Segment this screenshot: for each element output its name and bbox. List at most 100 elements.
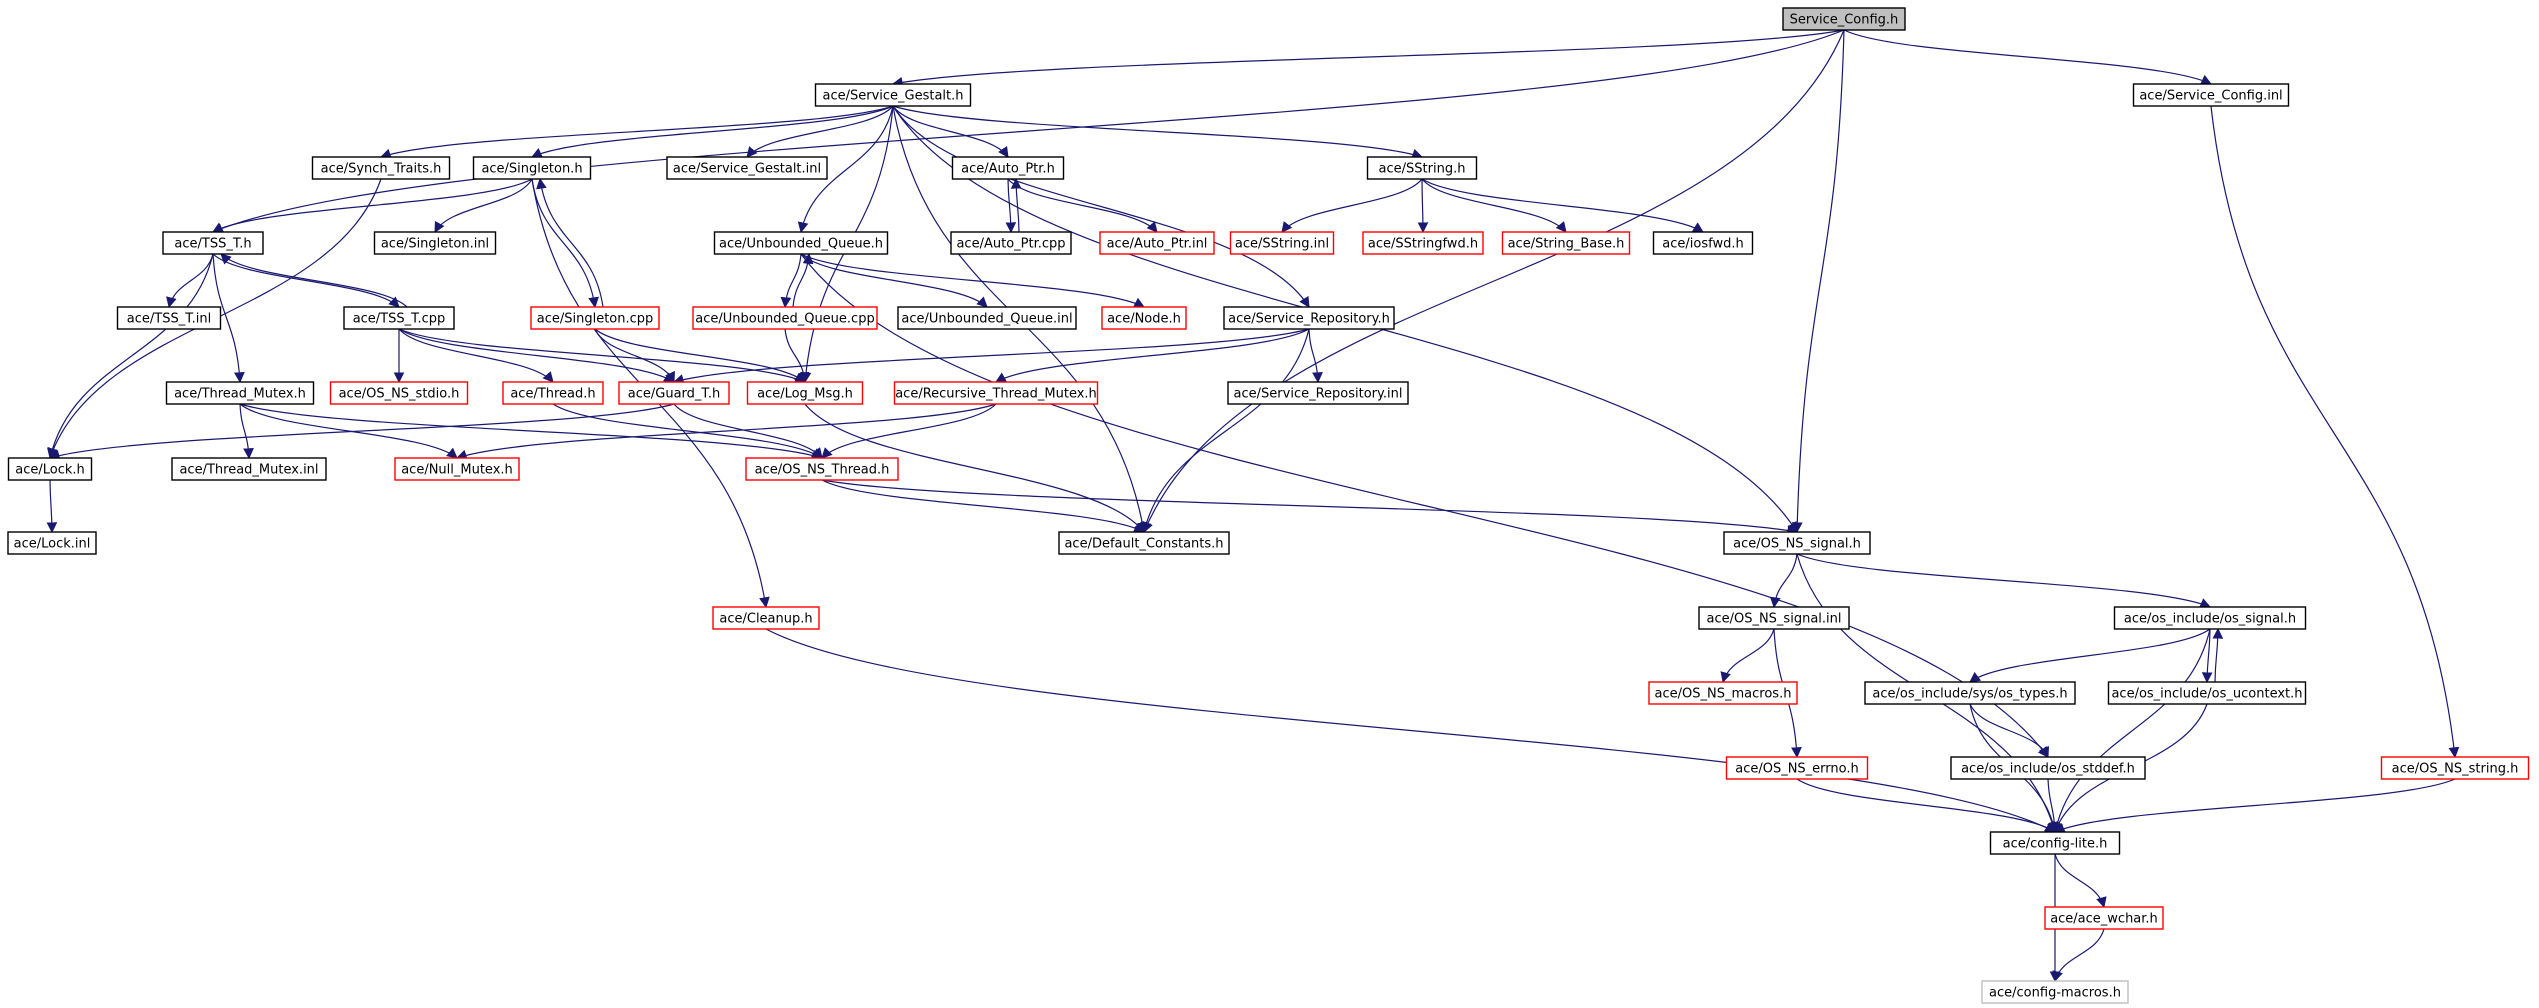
node-service-config-h[interactable]: Service_Config.h (1782, 7, 1906, 31)
node-box (530, 306, 660, 330)
node-ace-service-config-inl[interactable]: ace/Service_Config.inl (2132, 83, 2290, 107)
node-box (1227, 381, 1409, 405)
node-label: ace/os_include/os_stddef.h (1961, 762, 2135, 777)
node-label: ace/SString.inl (1235, 237, 1329, 252)
node-ace-sstring-h[interactable]: ace/SString.h (1366, 156, 1478, 180)
edge-tss_t_cpp-to-guard_t_h (398, 328, 675, 383)
node-box (116, 306, 222, 330)
node-ace-singleton-cpp[interactable]: ace/Singleton.cpp (530, 306, 660, 330)
node-ace-unbounded-queue-h[interactable]: ace/Unbounded_Queue.h (713, 231, 889, 255)
node-ace-node-h[interactable]: ace/Node.h (1101, 306, 1187, 330)
node-ace-os-ns-stdio-h[interactable]: ace/OS_NS_stdio.h (329, 381, 469, 405)
node-box (745, 457, 899, 481)
edge-os_signal_h-to-config_lite_h (2051, 628, 2211, 834)
node-ace-thread-mutex-inl[interactable]: ace/Thread_Mutex.inl (171, 457, 327, 481)
node-ace-thread-mutex-h[interactable]: ace/Thread_Mutex.h (165, 381, 315, 405)
node-ace-default-constants-h[interactable]: ace/Default_Constants.h (1058, 531, 1230, 555)
node-ace-iosfwd-h[interactable]: ace/iosfwd.h (1652, 231, 1754, 255)
node-label: ace/Singleton.h (481, 162, 582, 177)
edge-service_config_inl-to-os_ns_string_h (2210, 105, 2460, 759)
edge-service_gestalt_h-to-service_gestalt_inl (746, 105, 894, 158)
node-ace-recursive-thread-mutex-h[interactable]: ace/Recursive_Thread_Mutex.h (893, 381, 1099, 405)
edge-os_ns_errno_h-to-config_lite_h (1796, 778, 2056, 833)
node-ace-singleton-h[interactable]: ace/Singleton.h (472, 156, 592, 180)
node-ace-singleton-inl[interactable]: ace/Singleton.inl (373, 231, 497, 255)
node-ace-os-ns-macros-h[interactable]: ace/OS_NS_macros.h (1648, 681, 1798, 705)
node-ace-os-include-sys-os-types-h[interactable]: ace/os_include/sys/os_types.h (1864, 681, 2076, 705)
node-ace-tss-t-inl[interactable]: ace/TSS_T.inl (116, 306, 222, 330)
node-label: ace/Null_Mutex.h (401, 463, 513, 478)
node-ace-service-repository-h[interactable]: ace/Service_Repository.h (1223, 306, 1395, 330)
node-ace-os-ns-string-h[interactable]: ace/OS_NS_string.h (2380, 756, 2530, 780)
node-ace-tss-t-h[interactable]: ace/TSS_T.h (162, 231, 264, 255)
node-box (1782, 7, 1906, 31)
node-ace-auto-ptr-inl[interactable]: ace/Auto_Ptr.inl (1099, 231, 1215, 255)
node-ace-os-ns-signal-inl[interactable]: ace/OS_NS_signal.inl (1698, 606, 1850, 630)
node-box (1058, 531, 1230, 555)
edge-os_ns_signal_h-to-os_ns_signal_inl (1769, 553, 1798, 609)
node-ace-cleanup-h[interactable]: ace/Cleanup.h (712, 606, 820, 630)
node-ace-config-lite-h[interactable]: ace/config-lite.h (1989, 831, 2121, 855)
node-label: ace/Service_Gestalt.h (822, 89, 963, 104)
node-ace-ace-wchar-h[interactable]: ace/ace_wchar.h (2044, 906, 2164, 930)
node-ace-tss-t-cpp[interactable]: ace/TSS_T.cpp (343, 306, 455, 330)
node-box (7, 531, 97, 555)
node-box (1101, 306, 1187, 330)
node-box (343, 306, 455, 330)
node-label: ace/os_include/sys/os_types.h (1872, 687, 2067, 702)
node-label: ace/config-lite.h (2003, 837, 2108, 852)
node-label: ace/TSS_T.inl (127, 312, 211, 327)
edge-thread_h-to-os_ns_thread_h (552, 403, 823, 459)
node-ace-service-repository-inl[interactable]: ace/Service_Repository.inl (1227, 381, 1409, 405)
edge-service_gestalt_h-to-auto_ptr_h (892, 105, 1009, 158)
node-box (1362, 231, 1484, 255)
node-box (2044, 906, 2164, 930)
node-box (394, 457, 520, 481)
node-ace-guard-t-h[interactable]: ace/Guard_T.h (618, 381, 730, 405)
node-label: ace/OS_NS_stdio.h (339, 387, 460, 402)
node-ace-service-gestalt-h[interactable]: ace/Service_Gestalt.h (814, 83, 972, 107)
edge-service_repository_h-to-service_repository_inl (1308, 328, 1323, 384)
edge-tss_t_h-to-thread_mutex_h (212, 253, 245, 384)
node-label: ace/String_Base.h (1508, 237, 1625, 252)
edge-tss_t_h-to-lock_h (47, 253, 214, 460)
node-box (1989, 831, 2121, 855)
node-ace-config-macros-h[interactable]: ace/config-macros.h (1981, 980, 2129, 1004)
node-ace-unbounded-queue-cpp[interactable]: ace/Unbounded_Queue.cpp (692, 306, 878, 330)
node-box (1652, 231, 1754, 255)
node-ace-lock-h[interactable]: ace/Lock.h (7, 457, 93, 481)
edge-tss_t_cpp-to-log_msg_h (398, 328, 806, 384)
node-ace-unbounded-queue-inl[interactable]: ace/Unbounded_Queue.inl (897, 306, 1077, 330)
node-label: ace/SStringfwd.h (1368, 237, 1478, 252)
node-ace-os-include-os-ucontext-h[interactable]: ace/os_include/os_ucontext.h (2107, 681, 2307, 705)
node-ace-thread-h[interactable]: ace/Thread.h (502, 381, 604, 405)
node-box (171, 457, 327, 481)
node-box (712, 606, 820, 630)
node-box (1223, 306, 1395, 330)
node-ace-os-ns-errno-h[interactable]: ace/OS_NS_errno.h (1725, 756, 1869, 780)
node-box (1501, 231, 1631, 255)
node-ace-auto-ptr-cpp[interactable]: ace/Auto_Ptr.cpp (950, 231, 1072, 255)
node-ace-os-ns-signal-h[interactable]: ace/OS_NS_signal.h (1723, 531, 1871, 555)
edge-sstring_h-to-iosfwd_h (1421, 178, 1704, 233)
edge-os_signal_h-to-os_types_h (1969, 628, 2211, 683)
edge-service_gestalt_h-to-synch_traits_h (379, 105, 894, 160)
edge-unbounded_queue_h-to-node_h (800, 253, 1145, 308)
node-ace-service-gestalt-inl[interactable]: ace/Service_Gestalt.inl (666, 156, 828, 180)
node-ace-string-base-h[interactable]: ace/String_Base.h (1501, 231, 1631, 255)
node-label: ace/Auto_Ptr.inl (1107, 237, 1208, 252)
node-ace-auto-ptr-h[interactable]: ace/Auto_Ptr.h (951, 156, 1065, 180)
node-ace-synch-traits-h[interactable]: ace/Synch_Traits.h (311, 156, 451, 180)
node-ace-os-include-os-stddef-h[interactable]: ace/os_include/os_stddef.h (1950, 756, 2146, 780)
node-label: ace/Singleton.inl (381, 237, 489, 252)
node-ace-os-ns-thread-h[interactable]: ace/OS_NS_Thread.h (745, 457, 899, 481)
edge-guard_t_h-to-os_ns_thread_h (673, 403, 823, 459)
node-label: ace/Recursive_Thread_Mutex.h (895, 387, 1097, 402)
node-ace-os-include-os-signal-h[interactable]: ace/os_include/os_signal.h (2113, 606, 2307, 630)
node-ace-sstringfwd-h[interactable]: ace/SStringfwd.h (1362, 231, 1484, 255)
node-ace-null-mutex-h[interactable]: ace/Null_Mutex.h (394, 457, 520, 481)
node-ace-log-msg-h[interactable]: ace/Log_Msg.h (746, 381, 864, 405)
node-ace-sstring-inl[interactable]: ace/SString.inl (1229, 231, 1335, 255)
node-ace-lock-inl[interactable]: ace/Lock.inl (7, 531, 97, 555)
edge-unbounded_queue_cpp-to-unbounded_queue_h (792, 252, 814, 308)
